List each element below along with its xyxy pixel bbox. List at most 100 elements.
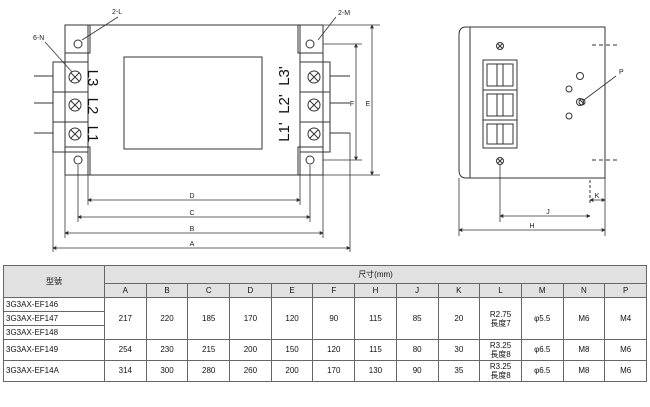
dim-label-J: J [546,209,550,216]
dim-label-C: C [189,210,194,217]
column-header: N [562,283,606,298]
dim-label-E: E [366,101,371,108]
value-cell: 300 [145,360,189,382]
value-cell: 35 [437,360,481,382]
front-view [34,24,350,176]
column-header: F [312,283,356,298]
column-header: C [187,283,231,298]
value-line: R2.75 [489,309,512,319]
screw-icon [496,157,504,165]
value-cell: 20 [437,297,481,340]
model-cell: 3G3AX-EF146 [3,297,105,312]
value-cell: 130 [354,360,397,382]
terminal-label-right: L3' [276,66,293,86]
label-2M: 2-M [338,10,350,17]
value-cell: 120 [270,297,314,340]
model-cell: 3G3AX-EF148 [3,325,105,340]
dim-label-A: A [190,241,195,248]
column-header: J [395,283,439,298]
value-cell: 215 [187,339,231,361]
value-cell: M6 [604,360,648,382]
screw-icon [496,42,504,50]
value-cell: M8 [562,360,606,382]
label-6N: 6-N [33,35,44,42]
value-cell: 230 [145,339,189,361]
terminal-label-left: L1 [84,126,101,143]
value-cell: 30 [437,339,481,361]
value-cell: 200 [229,339,272,361]
value-cell: φ6.5 [520,360,564,382]
terminal-label-right: L1' [276,122,293,142]
column-header: L [479,283,522,298]
value-cell: 120 [312,339,356,361]
value-cell: 85 [395,297,439,340]
value-cell: M6 [604,339,648,361]
value-cell: 150 [270,339,314,361]
screw-icon [307,98,321,112]
screw-icon [68,98,82,112]
value-cell: 185 [187,297,231,340]
column-header: M [520,283,564,298]
screw-icon [307,70,321,84]
value-cell: 254 [104,339,147,361]
model-cell: 3G3AX-EF149 [3,339,105,361]
terminal-label-left: L3 [84,70,101,87]
value-line: R3.25 [489,362,512,371]
value-line: R3.25 [489,341,512,350]
value-cell: 170 [229,297,272,340]
dim-label-P: P [619,69,624,76]
value-cell: φ5.5 [520,297,564,340]
value-cell: 220 [145,297,189,340]
dim-label-F: F [350,101,354,108]
value-cell: 200 [270,360,314,382]
value-cell: 115 [354,339,397,361]
value-cell: 217 [104,297,147,340]
value-cell: 80 [395,339,439,361]
ground-screw-icon [578,98,586,106]
side-view [458,26,618,205]
value-line: 長度7 [490,318,511,328]
value-cell: M6 [562,297,606,340]
dimension-drawing: L3 L2 L1 L3' L2' L1' 2-L 6-N 2-M F E D C [33,9,624,252]
column-header: K [437,283,481,298]
column-header: E [270,283,314,298]
screw-icon [68,127,82,141]
value-line: 長度8 [490,350,511,359]
dim-label-K: K [595,193,600,200]
value-line: 長度8 [490,371,511,380]
value-cell: 314 [104,360,147,382]
model-header: 型號 [3,265,105,298]
value-cell: M8 [562,339,606,361]
value-cell: 90 [395,360,439,382]
model-cell: 3G3AX-EF147 [3,311,105,326]
terminal-label-right: L2' [276,94,293,114]
column-header: P [604,283,648,298]
value-cell: 115 [354,297,397,340]
value-cell: 170 [312,360,356,382]
column-header: H [354,283,397,298]
dim-label-D: D [189,193,194,200]
dim-label-B: B [190,226,195,233]
value-cell: 90 [312,297,356,340]
value-cell: 260 [229,360,272,382]
value-cell: 280 [187,360,231,382]
value-cell: M4 [604,297,648,340]
model-cell: 3G3AX-EF14A [3,360,105,382]
dim-label-H: H [529,223,534,230]
screw-icon [68,70,82,84]
screw-icon [307,127,321,141]
column-header: B [145,283,189,298]
size-header: 尺寸(mm) [103,265,648,284]
column-header: D [229,283,272,298]
value-cell: φ6.5 [520,339,564,361]
label-2L: 2-L [112,9,122,16]
terminal-label-left: L2 [84,98,101,115]
column-header: A [104,283,147,298]
